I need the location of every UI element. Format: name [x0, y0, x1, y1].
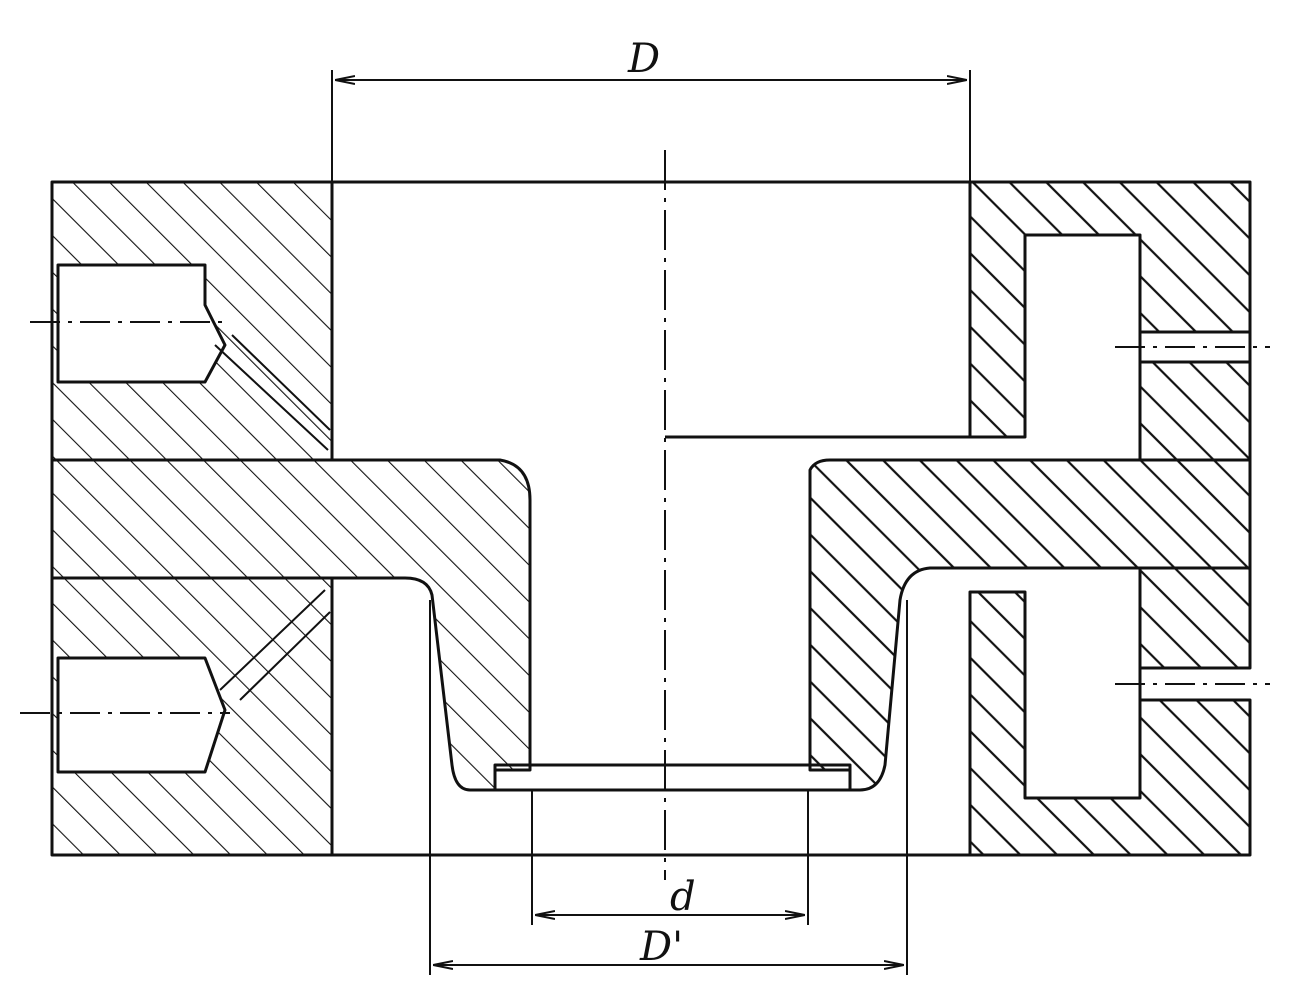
dimension-d — [531, 790, 809, 925]
middle-plate-right — [808, 458, 1252, 792]
label-D-prime: D' — [639, 924, 683, 970]
middle-plate-left — [50, 458, 532, 792]
bottom-left-die-block — [50, 576, 334, 857]
upper-bore — [332, 180, 1025, 439]
label-d: d — [670, 874, 696, 920]
bottom-right-die-block — [968, 566, 1252, 857]
top-right-die-block — [968, 180, 1252, 462]
dimension-D-prime — [429, 600, 908, 975]
top-left-die-block — [50, 180, 334, 462]
cup-base — [493, 763, 852, 792]
label-D: D — [627, 36, 660, 82]
dimension-D — [331, 70, 971, 182]
